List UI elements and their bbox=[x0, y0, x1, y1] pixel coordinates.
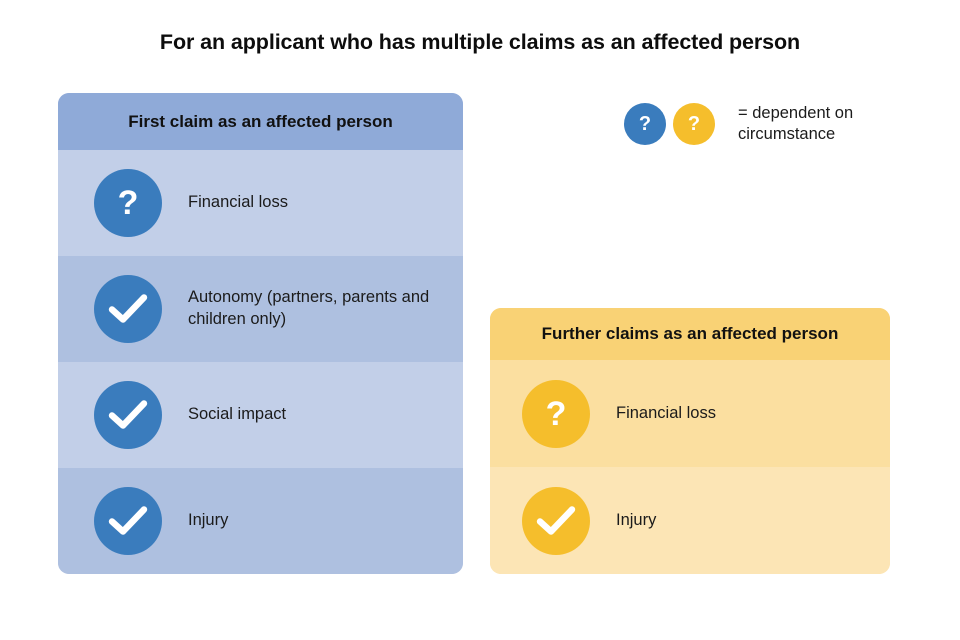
claim-row-financial-loss: ? Financial loss bbox=[58, 150, 463, 256]
question-mark-glyph: ? bbox=[638, 113, 652, 135]
panel-first-claim: First claim as an affected person ? Fina… bbox=[58, 93, 463, 574]
claim-row-label: Injury bbox=[616, 510, 657, 529]
question-mark-icon: ? bbox=[673, 103, 715, 145]
claim-row-label: Financial loss bbox=[188, 193, 288, 212]
check-mark-icon bbox=[94, 487, 162, 555]
legend-swatches: ? ? bbox=[624, 103, 722, 145]
check-mark-glyph bbox=[536, 505, 576, 537]
question-mark-glyph: ? bbox=[687, 113, 701, 135]
claim-row-injury: Injury bbox=[490, 467, 890, 574]
page-title: For an applicant who has multiple claims… bbox=[159, 30, 801, 54]
claim-row-autonomy: Autonomy (partners, parents and children… bbox=[58, 256, 463, 362]
check-mark-icon bbox=[94, 381, 162, 449]
legend-label: = dependent on circumstance bbox=[738, 104, 854, 144]
check-mark-icon bbox=[522, 486, 590, 555]
question-mark-glyph: ? bbox=[117, 184, 139, 222]
claim-row-label: Financial loss bbox=[616, 403, 716, 422]
question-mark-icon: ? bbox=[624, 103, 666, 145]
question-mark-icon: ? bbox=[94, 169, 162, 237]
question-mark-icon: ? bbox=[522, 379, 590, 448]
panel-further-claims-header: Further claims as an affected person bbox=[490, 308, 890, 360]
check-mark-glyph bbox=[108, 293, 148, 325]
panel-first-claim-header: First claim as an affected person bbox=[58, 93, 463, 150]
check-mark-glyph bbox=[108, 505, 148, 537]
claim-row-injury: Injury bbox=[58, 468, 463, 574]
claim-row-social-impact: Social impact bbox=[58, 362, 463, 468]
claim-row-label: Autonomy (partners, parents and children… bbox=[188, 288, 430, 328]
check-mark-glyph bbox=[108, 399, 148, 431]
panel-further-claims: Further claims as an affected person ? F… bbox=[490, 308, 890, 574]
legend: ? ? = dependent on circumstance bbox=[624, 103, 888, 146]
claim-row-label: Injury bbox=[188, 511, 229, 530]
check-mark-icon bbox=[94, 275, 162, 343]
claim-row-financial-loss: ? Financial loss bbox=[490, 360, 890, 467]
question-mark-glyph: ? bbox=[545, 394, 567, 433]
claim-row-label: Social impact bbox=[188, 405, 287, 424]
